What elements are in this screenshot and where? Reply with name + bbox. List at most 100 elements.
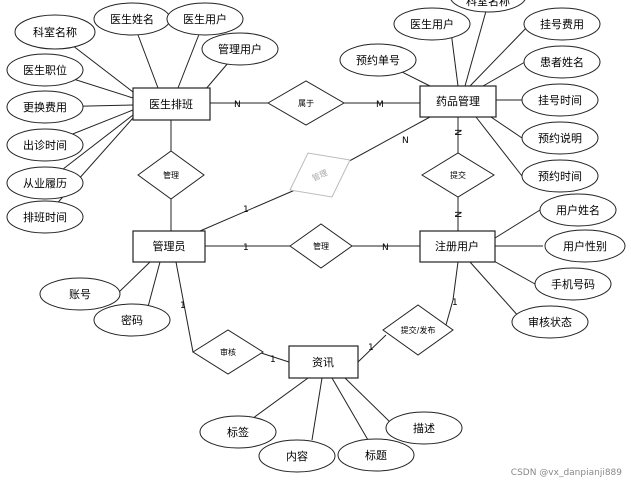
- svg-text:科室名称: 科室名称: [33, 25, 77, 39]
- svg-text:从业履历: 从业履历: [23, 177, 67, 190]
- svg-text:描述: 描述: [413, 421, 435, 435]
- attr-med-doctor-user: 医生用户: [393, 7, 471, 41]
- svg-text:管理: 管理: [163, 170, 179, 180]
- entity-news: 资讯: [288, 345, 359, 379]
- attr-clinic-time: 出诊时间: [6, 128, 84, 162]
- svg-text:手机号码: 手机号码: [551, 277, 595, 291]
- edge-med-patient: [475, 61, 526, 91]
- edge-admin-account: [117, 261, 151, 294]
- card-news-review: 1: [270, 355, 276, 365]
- edge-news-publish: [357, 334, 387, 363]
- card-user-submit: N: [452, 211, 462, 218]
- rel-submit: 提交: [421, 152, 495, 198]
- svg-text:提交/发布: 提交/发布: [401, 325, 436, 335]
- edge-faded-manage-medicine: [341, 116, 431, 166]
- card-belongs-right: M: [376, 100, 384, 110]
- attr-password: 密码: [93, 303, 171, 337]
- svg-text:预约时间: 预约时间: [538, 170, 582, 183]
- card-admin-user-user: N: [382, 243, 389, 253]
- svg-text:资讯: 资讯: [312, 356, 334, 369]
- svg-text:管理员: 管理员: [153, 239, 186, 253]
- rel-belongs: 属于: [267, 80, 345, 126]
- attr-doctor-user: 医生用户: [166, 2, 244, 36]
- rel-submit-publish: 提交/发布: [382, 304, 454, 356]
- svg-text:医生用户: 医生用户: [183, 12, 227, 26]
- card-admin-medicine-admin: 1: [243, 205, 249, 215]
- entity-user: 注册用户: [419, 230, 496, 263]
- attr-med-top: 科室名称: [450, 0, 526, 13]
- cardinalities: N M N N 1 N 1 N 1 1 1 1: [180, 100, 462, 365]
- attr-title: 标题: [337, 438, 415, 472]
- svg-text:用户姓名: 用户姓名: [556, 203, 600, 217]
- card-medicine-submit: N: [452, 129, 462, 136]
- attr-doctor-title: 医生职位: [6, 53, 84, 87]
- rel-manage-schedule: 管理: [137, 150, 205, 200]
- svg-text:标签: 标签: [227, 425, 249, 439]
- svg-text:排班时间: 排班时间: [23, 210, 67, 224]
- attr-account: 账号: [39, 277, 121, 311]
- svg-text:用户性别: 用户性别: [563, 239, 607, 253]
- card-user-publish: 1: [452, 298, 458, 308]
- attr-order-time: 预约时间: [521, 159, 599, 193]
- edge-news-title: [331, 377, 369, 441]
- entity-doctor-schedule: 医生排班: [132, 87, 211, 121]
- svg-text:医生排班: 医生排班: [149, 97, 193, 111]
- card-admin-medicine-med: N: [402, 136, 409, 146]
- svg-text:医生用户: 医生用户: [410, 17, 454, 31]
- svg-text:挂号费用: 挂号费用: [540, 17, 584, 31]
- svg-text:审核状态: 审核状态: [528, 315, 572, 329]
- attr-desc: 描述: [385, 411, 463, 445]
- watermark: CSDN @vx_danpianji889: [511, 468, 622, 478]
- card-belongs-left: N: [234, 100, 241, 110]
- svg-text:内容: 内容: [286, 449, 308, 463]
- edge-news-desc: [344, 377, 393, 425]
- svg-text:属于: 属于: [298, 99, 314, 108]
- svg-text:患者姓名: 患者姓名: [540, 55, 584, 69]
- entity-admin: 管理员: [132, 230, 206, 263]
- svg-text:医生职位: 医生职位: [23, 63, 67, 77]
- edge-review-news: [257, 351, 290, 363]
- rel-manage-user: 管理: [289, 223, 353, 269]
- edge-med-reg-fee: [469, 23, 531, 87]
- attr-reg-fee: 挂号费用: [523, 7, 601, 41]
- svg-text:药品管理: 药品管理: [436, 94, 480, 108]
- attr-order-no: 预约单号: [339, 43, 417, 77]
- svg-text:科室名称: 科室名称: [466, 0, 510, 8]
- edge-news-content: [311, 377, 323, 441]
- attr-reg-time: 挂号时间: [521, 83, 599, 117]
- card-news-submit: 1: [368, 343, 374, 353]
- svg-text:注册用户: 注册用户: [435, 239, 479, 253]
- edge-user-name: [494, 209, 541, 239]
- svg-text:更换费用: 更换费用: [23, 100, 67, 114]
- card-admin-user-admin: 1: [243, 243, 249, 253]
- svg-text:预约说明: 预约说明: [538, 131, 582, 145]
- svg-text:提交: 提交: [450, 170, 466, 180]
- svg-text:审核: 审核: [220, 347, 236, 357]
- edge-schedule-time: [44, 117, 134, 218]
- attr-order-note: 预约说明: [521, 121, 599, 155]
- svg-text:出诊时间: 出诊时间: [23, 138, 67, 152]
- attr-user-gender: 用户性别: [544, 229, 626, 263]
- edge-admin-faded-manage: [199, 189, 296, 232]
- edge-med-top: [464, 3, 489, 87]
- attr-review-status: 审核状态: [511, 305, 589, 339]
- attr-experience: 从业履历: [6, 166, 84, 200]
- svg-text:挂号时间: 挂号时间: [538, 93, 582, 107]
- rel-manage-medicine: 管理: [289, 152, 351, 198]
- card-admin-review: 1: [180, 301, 186, 311]
- attr-user-name: 用户姓名: [539, 193, 617, 227]
- attr-schedule-time: 排班时间: [6, 200, 84, 234]
- svg-text:管理用户: 管理用户: [218, 42, 262, 56]
- entity-medicine: 药品管理: [419, 85, 497, 118]
- attr-doctor-name: 医生姓名: [93, 2, 171, 36]
- attr-manage-user: 管理用户: [201, 32, 279, 66]
- svg-text:医生姓名: 医生姓名: [110, 12, 154, 26]
- attr-dept-name: 科室名称: [14, 14, 96, 50]
- attr-change-fee: 更换费用: [6, 90, 84, 124]
- attr-content: 内容: [258, 439, 336, 473]
- svg-text:账号: 账号: [69, 288, 91, 301]
- attr-phone: 手机号码: [534, 267, 612, 301]
- svg-text:管理: 管理: [313, 241, 329, 251]
- edge-med-order-time: [475, 116, 523, 177]
